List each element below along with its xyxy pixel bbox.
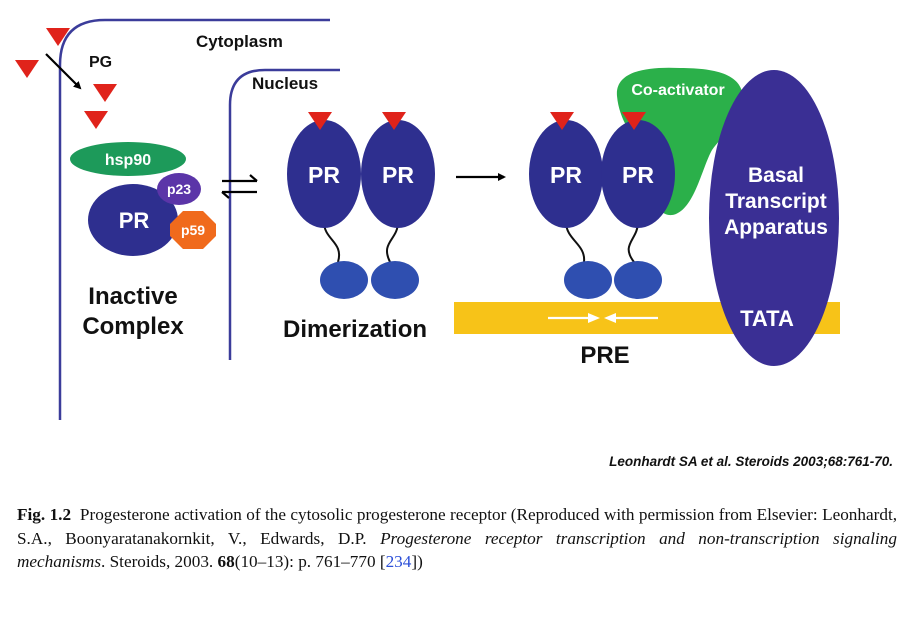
- cytoplasm-label: Cytoplasm: [196, 32, 283, 51]
- cell-membrane-line: [58, 18, 330, 420]
- pg-label: PG: [89, 54, 112, 71]
- pr-active-left-label: PR: [550, 162, 582, 188]
- inactive-complex-title-line1: Inactive: [88, 283, 177, 310]
- caption-reference-link[interactable]: 234: [385, 552, 412, 571]
- pr-dimer-right-label: PR: [382, 162, 414, 188]
- dimerization-title: Dimerization: [283, 316, 427, 343]
- basal-label-line3: Apparatus: [724, 216, 828, 239]
- figure-source-citation: Leonhardt SA et al. Steroids 2003;68:761…: [609, 454, 893, 469]
- dbd-right-shape: [371, 261, 419, 299]
- caption-figure-label: Fig. 1.2: [17, 505, 72, 524]
- pr-dimer-left-shape: [287, 120, 361, 228]
- pr-inactive-label: PR: [119, 208, 150, 233]
- pr-active-right-label: PR: [622, 162, 654, 188]
- hsp90-shape: [70, 142, 186, 176]
- coactivator-shape: [616, 67, 744, 216]
- equilibrium-arrows: [221, 174, 258, 199]
- pr-dimer-left-label: PR: [308, 162, 340, 188]
- caption-volume: 68: [217, 552, 235, 571]
- ligand-triangle: [382, 112, 406, 130]
- ligand-triangle: [550, 112, 574, 130]
- p59-label: p59: [181, 222, 205, 238]
- pr-inactive-shape: [88, 184, 178, 256]
- inactive-complex: hsp90 PR p23 p59 Inactive Complex: [70, 142, 216, 340]
- pr-active-left-shape: [529, 120, 603, 228]
- ligand-triangle: [84, 111, 108, 129]
- progesterone-activation-diagram: Cytoplasm Nucleus PG hsp90 PR p23 p59 In…: [15, 18, 840, 420]
- ligand-triangle: [46, 28, 70, 46]
- ligand-triangle: [622, 112, 646, 130]
- tata-label: TATA: [740, 306, 794, 331]
- pr-active-right-shape: [601, 120, 675, 228]
- coactivator-label: Co-activator: [631, 82, 724, 99]
- caption-text: Progesterone activation of the cytosolic…: [17, 505, 898, 548]
- figure-caption: Fig. 1.2 Progesterone activation of the …: [17, 503, 897, 574]
- nuclear-membrane-line: [228, 68, 340, 360]
- basal-apparatus-shape: [709, 70, 839, 366]
- nucleus-label: Nucleus: [252, 74, 318, 93]
- pre-arrows: [548, 313, 658, 323]
- basal-label-line1: Basal: [748, 164, 804, 187]
- ligand-entry-arrow: [45, 53, 82, 90]
- ligand-triangle: [308, 112, 332, 130]
- dbd-active-right-shape: [614, 261, 662, 299]
- basal-label-line2: Transcript: [725, 190, 827, 213]
- dbd-active-left-shape: [564, 261, 612, 299]
- dbd-left-shape: [320, 261, 368, 299]
- ligand-triangle: [93, 84, 117, 102]
- ligand-triangles: [15, 28, 117, 129]
- inactive-complex-title-line2: Complex: [82, 313, 184, 340]
- p59-shape: [170, 211, 216, 249]
- caption-journal: . Steroids, 2003.: [101, 552, 218, 571]
- p23-shape: [157, 173, 201, 205]
- ligand-triangle: [15, 60, 39, 78]
- caption-pages: (10–13): p. 761–770 [: [234, 552, 386, 571]
- hsp90-label: hsp90: [105, 152, 151, 169]
- caption-article-title: Progesterone recep­tor transcription and…: [17, 528, 897, 572]
- pr-dimer: PR PR Dimerization: [283, 112, 435, 343]
- caption-close: ]): [411, 552, 423, 571]
- active-transcription-complex: Co-activator Basal Transcript Apparatus …: [454, 67, 840, 369]
- pre-label: PRE: [580, 342, 629, 369]
- p23-label: p23: [167, 181, 191, 197]
- pr-dimer-right-shape: [361, 120, 435, 228]
